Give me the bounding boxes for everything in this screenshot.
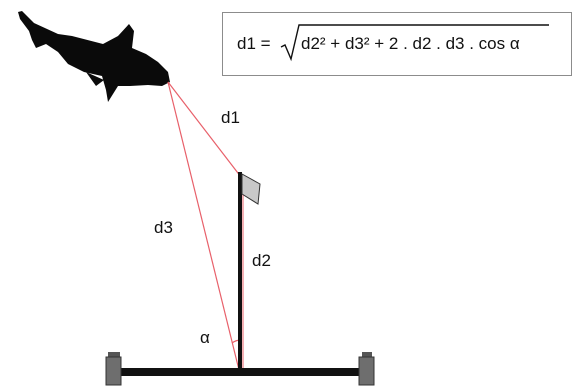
label-d1: d1 — [221, 108, 240, 127]
base-bar — [118, 368, 366, 376]
mast-pole — [238, 172, 242, 372]
line-d3 — [167, 81, 240, 371]
label-alpha: α — [200, 328, 210, 347]
label-d3: d3 — [154, 218, 173, 237]
right-foot — [358, 352, 375, 386]
line-d1 — [167, 81, 242, 178]
base-feet — [105, 352, 375, 386]
formula-lhs: d1 = — [237, 34, 271, 53]
measurement-lines — [167, 81, 244, 371]
formula-box: d1 = d2² + d3² + 2 . d2 . d3 . cos α — [222, 12, 572, 76]
shark-silhouette-icon — [18, 11, 170, 102]
formula-radicand: d2² + d3² + 2 . d2 . d3 . cos α — [301, 34, 520, 53]
mast-structure — [118, 172, 366, 376]
left-foot — [105, 352, 122, 386]
square-root-sign-icon — [280, 24, 549, 62]
receiver-flag-icon — [241, 173, 261, 205]
label-d2: d2 — [252, 251, 271, 270]
